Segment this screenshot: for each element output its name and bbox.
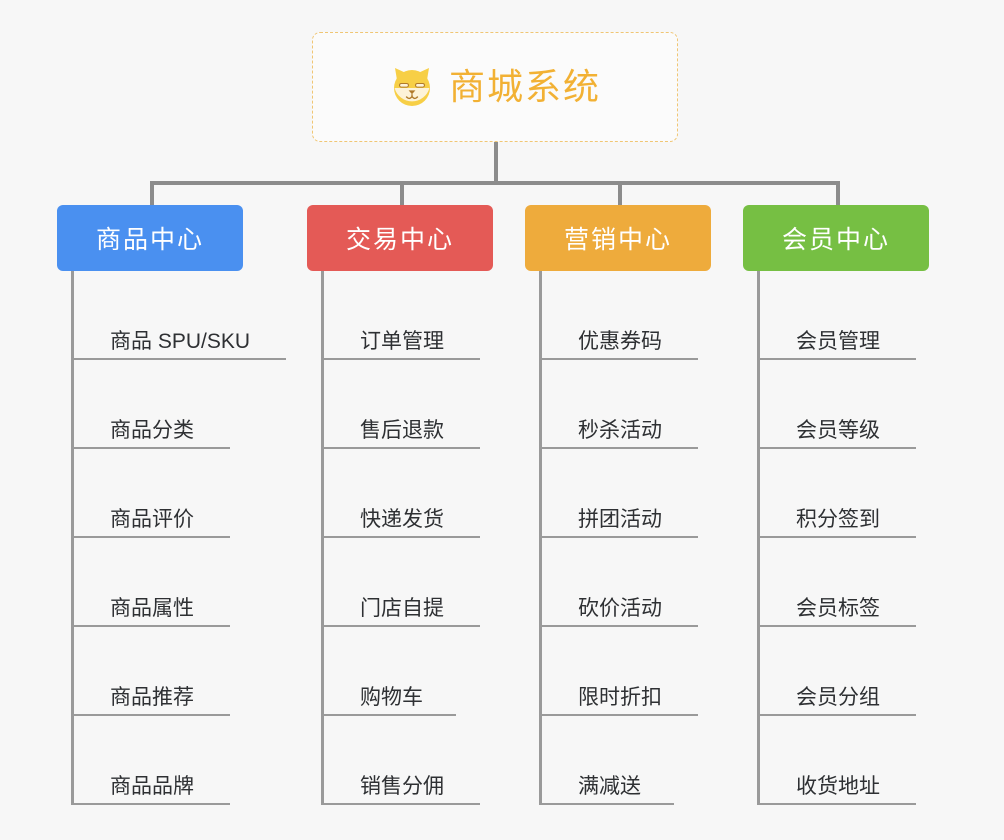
list-item[interactable]: 优惠券码 [542, 271, 711, 360]
list-item[interactable]: 订单管理 [324, 271, 493, 360]
list-item[interactable]: 秒杀活动 [542, 360, 711, 449]
item-rule [324, 714, 456, 716]
item-rule [324, 803, 480, 805]
list-item[interactable]: 会员分组 [760, 627, 929, 716]
item-label: 售后退款 [360, 418, 444, 442]
root-title: 商城系统 [448, 66, 601, 107]
category-title: 会员中心 [781, 226, 890, 254]
item-label: 拼团活动 [578, 507, 662, 531]
item-label: 快递发货 [360, 507, 444, 531]
item-label: 积分签到 [796, 507, 880, 531]
list-item[interactable]: 售后退款 [324, 360, 493, 449]
item-rule [324, 625, 480, 627]
branch-trade-center: 交易中心 订单管理 售后退款 快递发货 门店自提 购物车 销售分佣 [307, 205, 493, 805]
list-item[interactable]: 商品品牌 [74, 716, 243, 805]
item-label: 订单管理 [360, 329, 444, 353]
item-label: 秒杀活动 [578, 418, 662, 442]
list-item[interactable]: 销售分佣 [324, 716, 493, 805]
branch-member-center: 会员中心 会员管理 会员等级 积分签到 会员标签 会员分组 收货地址 [743, 205, 929, 805]
list-item[interactable]: 会员等级 [760, 360, 929, 449]
item-label: 商品 SPU/SKU [110, 329, 251, 353]
category-title: 商品中心 [95, 226, 204, 254]
item-label: 优惠券码 [578, 329, 662, 353]
item-label: 满减送 [578, 774, 641, 798]
list-item[interactable]: 会员管理 [760, 271, 929, 360]
item-rule [74, 625, 230, 627]
item-rule [542, 803, 674, 805]
item-rule [760, 358, 916, 360]
item-rule [542, 536, 698, 538]
item-rule [542, 447, 698, 449]
item-label: 商品评价 [110, 507, 194, 531]
item-rule [760, 803, 916, 805]
item-label: 销售分佣 [360, 774, 444, 798]
shiba-dog-icon [389, 64, 435, 110]
item-rule [760, 536, 916, 538]
item-list-member-center: 会员管理 会员等级 积分签到 会员标签 会员分组 收货地址 [757, 271, 929, 805]
connector-drop-4 [836, 185, 840, 207]
item-label: 购物车 [360, 685, 423, 709]
item-list-product-center: 商品 SPU/SKU 商品分类 商品评价 商品属性 商品推荐 商品品牌 [71, 271, 286, 805]
list-item[interactable]: 商品属性 [74, 538, 243, 627]
connector-drop-3 [618, 185, 622, 207]
item-label: 砍价活动 [578, 596, 662, 620]
item-rule [760, 625, 916, 627]
item-rule [74, 358, 286, 360]
item-label: 商品推荐 [110, 685, 194, 709]
list-item[interactable]: 快递发货 [324, 449, 493, 538]
list-item[interactable]: 砍价活动 [542, 538, 711, 627]
item-label: 会员等级 [796, 418, 880, 442]
list-item[interactable]: 购物车 [324, 627, 493, 716]
list-item[interactable]: 拼团活动 [542, 449, 711, 538]
item-label: 会员标签 [796, 596, 880, 620]
item-rule [74, 803, 230, 805]
list-item[interactable]: 收货地址 [760, 716, 929, 805]
list-item[interactable]: 商品评价 [74, 449, 243, 538]
list-item[interactable]: 商品分类 [74, 360, 243, 449]
list-item[interactable]: 满减送 [542, 716, 711, 805]
connector-horizontal-bus [150, 181, 840, 185]
item-rule [324, 536, 480, 538]
item-rule [324, 358, 480, 360]
item-label: 收货地址 [796, 774, 880, 798]
item-label: 限时折扣 [578, 685, 662, 709]
list-item[interactable]: 商品推荐 [74, 627, 243, 716]
category-title: 交易中心 [345, 226, 454, 254]
category-box-marketing-center[interactable]: 营销中心 [525, 205, 711, 271]
item-rule [542, 358, 698, 360]
branch-product-center: 商品中心 商品 SPU/SKU 商品分类 商品评价 商品属性 商品推荐 商品品牌 [57, 205, 286, 805]
item-list-marketing-center: 优惠券码 秒杀活动 拼团活动 砍价活动 限时折扣 满减送 [539, 271, 711, 805]
item-label: 商品分类 [110, 418, 194, 442]
item-rule [74, 447, 230, 449]
category-box-product-center[interactable]: 商品中心 [57, 205, 243, 271]
list-item[interactable]: 门店自提 [324, 538, 493, 627]
item-rule [324, 447, 480, 449]
root-node-card[interactable]: 商城系统 [312, 32, 678, 142]
list-item[interactable]: 积分签到 [760, 449, 929, 538]
item-label: 会员分组 [796, 685, 880, 709]
item-rule [74, 536, 230, 538]
item-list-trade-center: 订单管理 售后退款 快递发货 门店自提 购物车 销售分佣 [321, 271, 493, 805]
connector-drop-1 [150, 185, 154, 207]
list-item[interactable]: 会员标签 [760, 538, 929, 627]
list-item[interactable]: 限时折扣 [542, 627, 711, 716]
item-rule [760, 447, 916, 449]
item-rule [542, 714, 698, 716]
item-label: 商品属性 [110, 596, 194, 620]
item-label: 门店自提 [360, 596, 444, 620]
category-box-member-center[interactable]: 会员中心 [743, 205, 929, 271]
item-label: 商品品牌 [110, 774, 194, 798]
item-rule [542, 625, 698, 627]
category-title: 营销中心 [563, 226, 672, 254]
list-item[interactable]: 商品 SPU/SKU [74, 271, 286, 360]
connector-drop-2 [400, 185, 404, 207]
item-rule [74, 714, 230, 716]
category-box-trade-center[interactable]: 交易中心 [307, 205, 493, 271]
item-rule [760, 714, 916, 716]
item-label: 会员管理 [796, 329, 880, 353]
connector-root-vertical [494, 142, 498, 184]
branch-marketing-center: 营销中心 优惠券码 秒杀活动 拼团活动 砍价活动 限时折扣 满减送 [525, 205, 711, 805]
